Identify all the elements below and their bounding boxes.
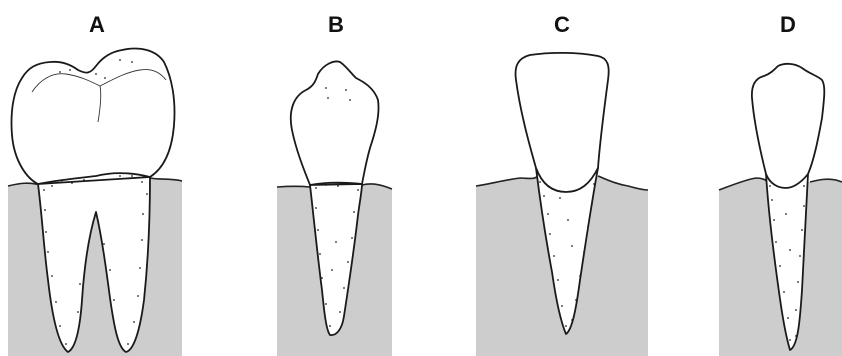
- panel-c-crown: [516, 53, 609, 192]
- panel-c-label: C: [554, 12, 570, 37]
- panel-d: D: [719, 12, 842, 356]
- panel-b-label: B: [328, 12, 344, 37]
- panel-b-crown: [291, 62, 379, 186]
- panel-c: C: [476, 12, 648, 356]
- panel-d-label: D: [780, 12, 796, 37]
- panel-a: A: [8, 12, 182, 356]
- panel-d-crown: [752, 64, 824, 188]
- panel-a-label: A: [89, 12, 105, 37]
- panel-a-crown: [11, 49, 174, 185]
- panel-b: B: [277, 12, 392, 356]
